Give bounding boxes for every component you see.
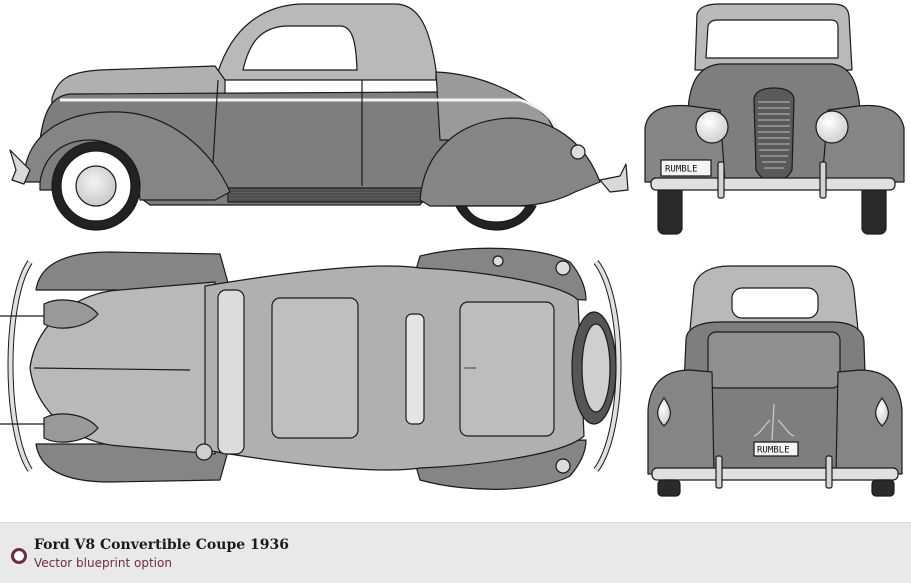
top-front-fender-right: [35, 443, 231, 483]
top-fuel-cap: [492, 255, 504, 267]
front-license-plate: [660, 159, 712, 177]
rear-bumper-guard-left: [715, 455, 723, 489]
blueprint-canvas: RUMBLE: [0, 3, 905, 497]
rear-view: RUMBLE: [647, 265, 903, 497]
rear-right-fender: [835, 369, 903, 475]
front-plate-text: RUMBLE: [665, 165, 698, 175]
rear-right-tire: [871, 479, 895, 497]
top-rear-window: [405, 313, 425, 425]
caption-title: Ford V8 Convertible Coupe 1936: [34, 537, 289, 553]
side-tail-lamp: [570, 144, 586, 160]
rear-bumper: [651, 467, 899, 481]
rear-left-fender: [647, 369, 715, 475]
side-rear-bumper: [599, 163, 629, 193]
rear-window: [731, 287, 819, 319]
caption-bar: Ford V8 Convertible Coupe 1936 Vector bl…: [0, 522, 911, 583]
bullet-icon: [11, 548, 27, 564]
rear-left-tail-lamp: [657, 397, 671, 427]
side-view: [9, 3, 629, 231]
front-right-headlamp: [815, 110, 849, 144]
side-belt-line: [60, 98, 562, 133]
top-side-mirror: [195, 443, 213, 461]
top-rumble-lid: [459, 301, 555, 437]
front-bumper: [650, 177, 896, 191]
side-window: [242, 25, 358, 71]
grille-bars: [758, 101, 790, 169]
caption-subtitle: Vector blueprint option: [34, 556, 172, 570]
front-bumper-guard-right: [819, 161, 827, 199]
top-tail-lamp-left: [555, 260, 571, 276]
rear-emblem: [753, 403, 795, 441]
front-hubcap: [75, 165, 117, 207]
top-front-fender-left: [35, 251, 231, 291]
rear-plate-text: RUMBLE: [757, 446, 790, 456]
rear-right-tail-lamp: [875, 397, 889, 427]
rear-license-plate: [753, 441, 799, 457]
running-board-ribs: [230, 190, 424, 201]
front-view: RUMBLE: [644, 3, 905, 235]
side-front-bumper: [9, 149, 31, 185]
rear-bumper-guard-right: [825, 455, 833, 489]
front-left-headlamp: [695, 110, 729, 144]
top-hood-center-line: [33, 367, 191, 371]
top-view: [0, 247, 622, 490]
front-windshield: [705, 19, 839, 59]
side-rear-fender: [419, 117, 601, 207]
rear-deck-lid: [707, 331, 841, 389]
top-headlamp-left: [43, 299, 99, 329]
top-roof-panel: [271, 297, 359, 439]
rear-left-tire: [657, 479, 681, 497]
top-front-bumper: [7, 260, 33, 472]
top-windshield: [217, 289, 245, 455]
rear-whitewall: [465, 205, 527, 223]
top-tail-lamp-right: [555, 458, 571, 474]
front-bumper-guard-left: [717, 161, 725, 199]
top-headlamp-right: [43, 413, 99, 443]
